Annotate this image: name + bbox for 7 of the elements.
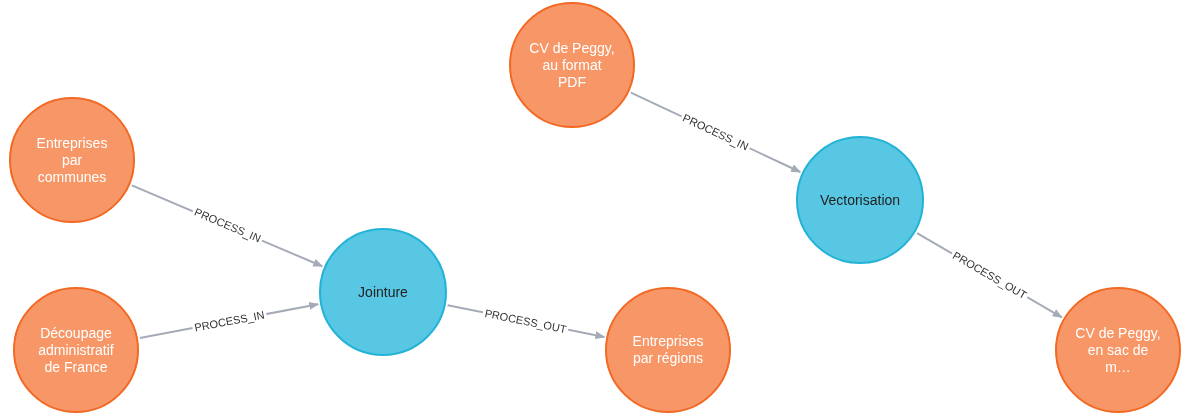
node-label: Entreprises par régions bbox=[631, 333, 705, 367]
node-label: CV de Peggy, en sac de m… bbox=[1074, 324, 1162, 376]
node-label: Jointure bbox=[357, 283, 409, 301]
node-label: Entreprises par communes bbox=[35, 134, 109, 186]
node-label: CV de Peggy, au format PDF bbox=[528, 39, 616, 91]
node-label: Découpage administratif de France bbox=[37, 324, 115, 376]
node-label: Vectorisation bbox=[818, 191, 902, 209]
